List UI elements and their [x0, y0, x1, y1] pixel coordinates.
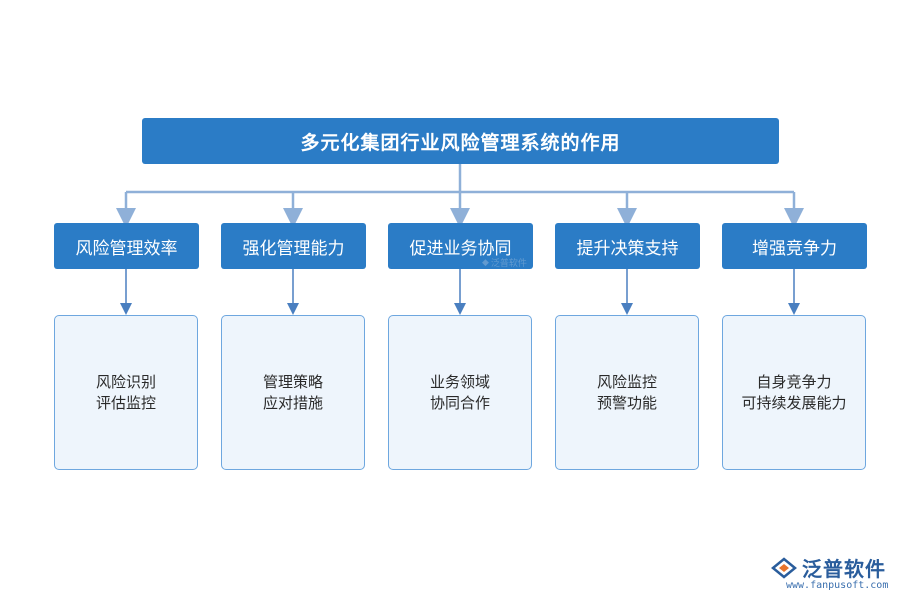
category-box-2: 强化管理能力 [221, 223, 366, 269]
watermark: ◆ 泛普软件 [482, 257, 527, 270]
category-box-4: 提升决策支持 [555, 223, 700, 269]
category-box-3: 促进业务协同 [388, 223, 533, 269]
diagram-title: 多元化集团行业风险管理系统的作用 [142, 118, 779, 164]
detail-box-2: 管理策略 应对措施 [221, 315, 365, 470]
fanpu-logo-icon [771, 556, 797, 579]
logo-name: 泛普软件 [802, 557, 886, 581]
detail-line: 协同合作 [429, 393, 490, 412]
detail-line: 管理策略 [262, 372, 323, 391]
detail-line: 应对措施 [262, 393, 323, 412]
detail-box-5: 自身竞争力 可持续发展能力 [722, 315, 866, 470]
detail-line: 自身竞争力 [756, 372, 832, 391]
detail-box-4: 风险监控 预警功能 [555, 315, 699, 470]
detail-line: 风险监控 [596, 372, 657, 391]
category-box-1: 风险管理效率 [54, 223, 199, 269]
detail-line: 预警功能 [596, 393, 657, 412]
detail-box-3: 业务领域 协同合作 [388, 315, 532, 470]
logo-url: www.fanpusoft.com [786, 580, 889, 591]
detail-line: 可持续发展能力 [741, 393, 847, 412]
detail-line: 评估监控 [95, 393, 156, 412]
brand-logo: 泛普软件 [770, 553, 886, 582]
category-box-5: 增强竞争力 [722, 223, 867, 269]
detail-line: 业务领域 [429, 372, 490, 391]
watermark-logo-icon: ◆ [482, 257, 489, 268]
detail-line: 风险识别 [95, 372, 156, 391]
detail-box-1: 风险识别 评估监控 [54, 315, 198, 470]
